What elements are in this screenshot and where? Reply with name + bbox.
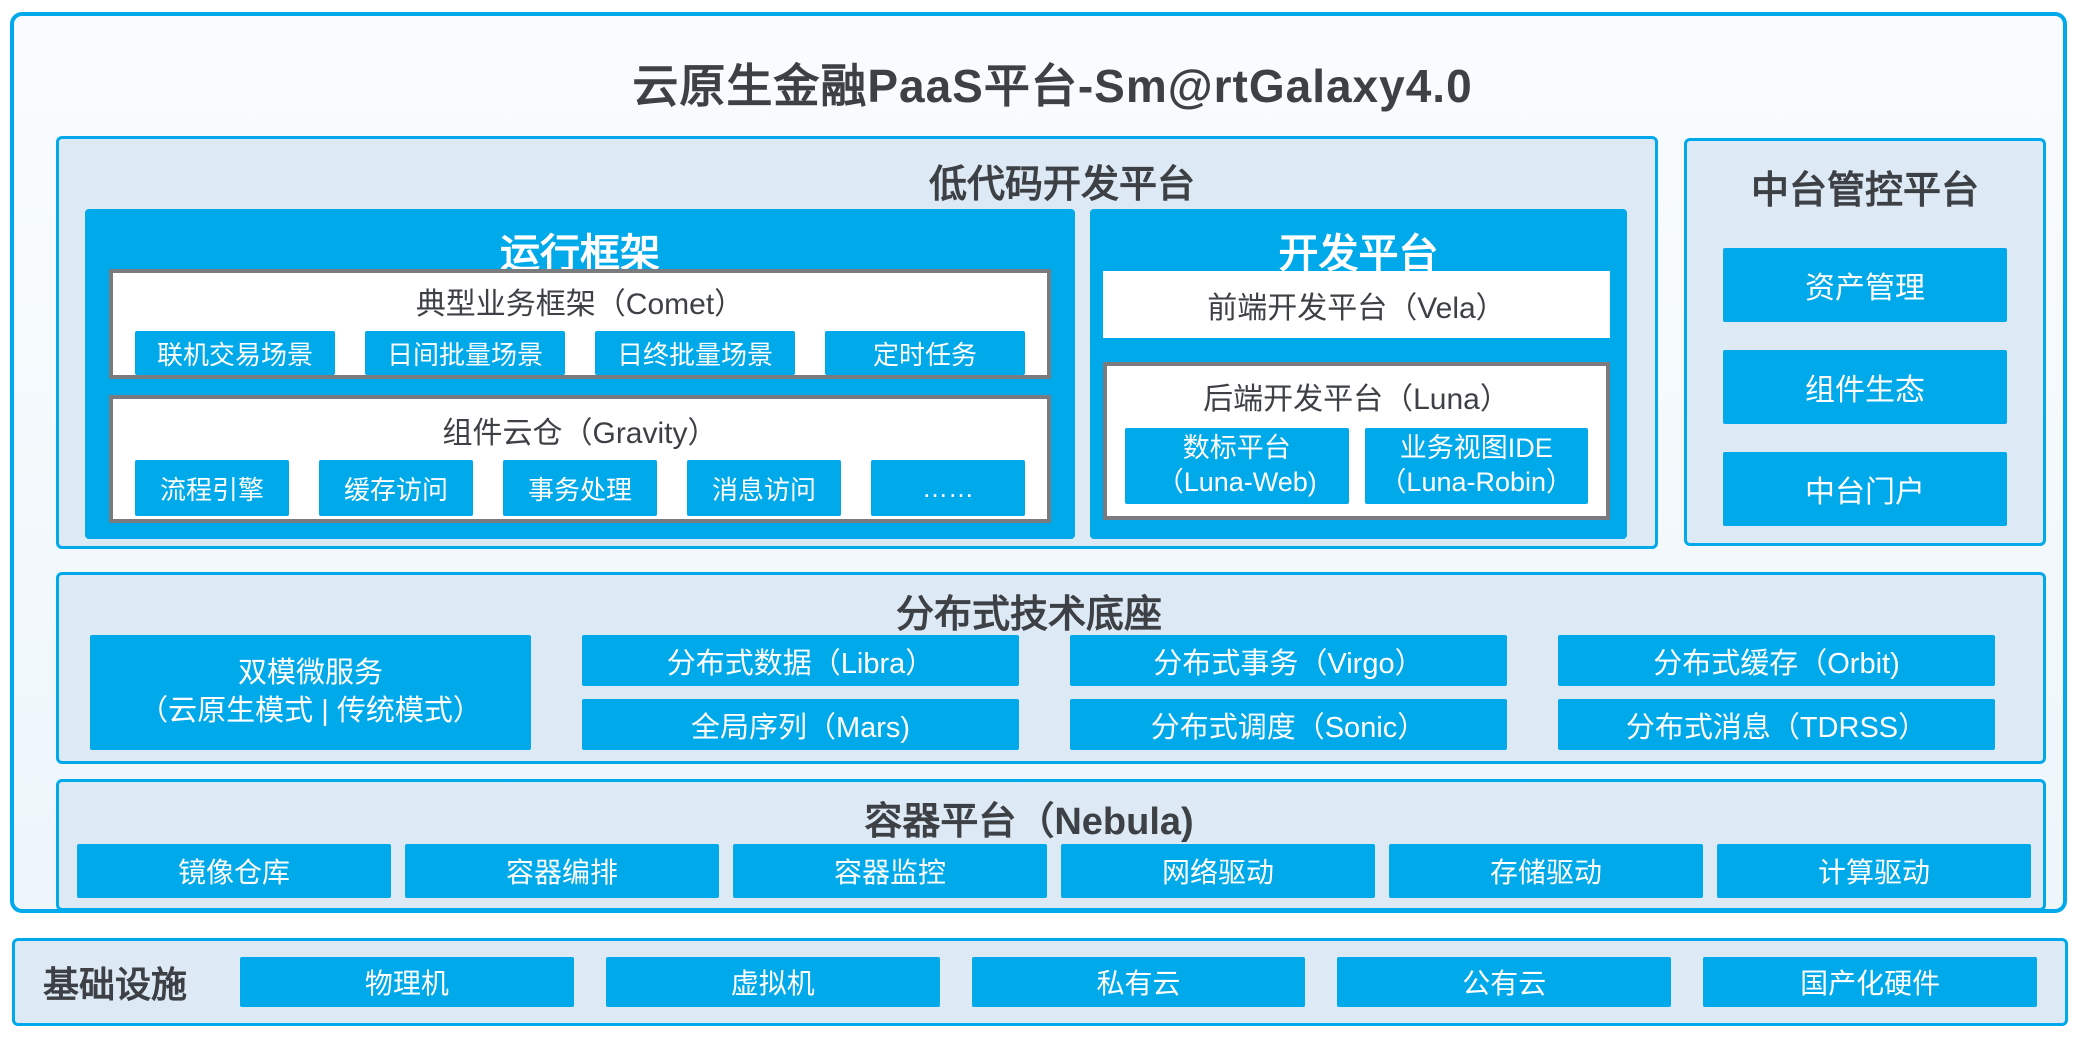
midplatform-panel: 中台管控平台 资产管理组件生态中台门户 (1684, 138, 2046, 546)
distributed-item-top: 分布式事务（Virgo） (1070, 635, 1507, 686)
distributed-item-top: 分布式数据（Libra） (582, 635, 1019, 686)
container-platform-item: 网络驱动 (1061, 844, 1375, 898)
container-platform-item: 容器监控 (733, 844, 1047, 898)
container-platform-label: 容器平台（Nebula) (864, 801, 1194, 843)
runtime-framework-title: 运行框架 (500, 232, 660, 276)
container-platform-panel: 容器平台（Nebula) 镜像仓库容器编排容器监控网络驱动存储驱动计算驱动 (56, 779, 2046, 911)
gravity-warehouse-title: 组件云仓（Gravity） (442, 417, 718, 450)
gravity-item: 流程引擎 (135, 460, 289, 516)
comet-framework-title: 典型业务框架（Comet） (415, 288, 745, 321)
midplatform-items: 资产管理组件生态中台门户 (1723, 248, 2007, 526)
main-container: 云原生金融PaaS平台-Sm@rtGalaxy4.0 低代码开发平台 运行框架 … (10, 12, 2067, 913)
runtime-framework-box: 运行框架 典型业务框架（Comet） 联机交易场景日间批量场景日终批量场景定时任… (85, 209, 1075, 539)
midplatform-item: 组件生态 (1723, 350, 2007, 424)
infrastructure-item: 国产化硬件 (1703, 957, 2037, 1007)
comet-item: 日间批量场景 (365, 331, 565, 375)
gravity-warehouse-box: 组件云仓（Gravity） 流程引擎缓存访问事务处理消息访问 …… (109, 395, 1051, 523)
gravity-item: 事务处理 (503, 460, 657, 516)
distributed-item-bottom: 全局序列（Mars) (582, 699, 1019, 750)
infrastructure-item: 物理机 (240, 957, 574, 1007)
infrastructure-item: 私有云 (971, 957, 1306, 1007)
comet-item: 联机交易场景 (135, 331, 335, 375)
backend-item-code: （Luna-Robin） (1379, 467, 1574, 497)
backend-item: 业务视图IDE （Luna-Robin） (1364, 428, 1588, 504)
container-platform-item: 容器编排 (405, 844, 719, 898)
midplatform-item: 资产管理 (1723, 248, 2007, 322)
comet-framework-box: 典型业务框架（Comet） 联机交易场景日间批量场景日终批量场景定时任务 (109, 269, 1051, 379)
dual-mode-microservice-box: 双模微服务 （云原生模式 | 传统模式） (90, 635, 531, 750)
dev-platform-box: 开发平台 前端开发平台（Vela） 后端开发平台（Luna） 数标平台 （Lun… (1090, 209, 1627, 539)
backend-item-code: （Luna-Web) (1156, 467, 1317, 497)
gravity-item: 消息访问 (687, 460, 841, 516)
comet-item: 日终批量场景 (595, 331, 795, 375)
dual-mode-title: 双模微服务 (237, 656, 383, 689)
frontend-platform-box: 前端开发平台（Vela） (1103, 271, 1610, 338)
backend-item: 数标平台 （Luna-Web) (1125, 428, 1349, 504)
comet-item: 定时任务 (825, 331, 1025, 375)
backend-item-name: 业务视图IDE (1399, 433, 1553, 464)
frontend-platform-label: 前端开发平台（Vela） (1207, 291, 1506, 325)
distributed-base-panel: 分布式技术底座 双模微服务 （云原生模式 | 传统模式） 分布式数据（Libra… (56, 572, 2046, 764)
gravity-items: 流程引擎缓存访问事务处理消息访问 …… (113, 460, 1047, 516)
infrastructure-item: 公有云 (1337, 957, 1672, 1007)
lowcode-platform-label: 低代码开发平台 (928, 164, 1195, 206)
infrastructure-items: 物理机虚拟机私有云公有云国产化硬件 (240, 957, 2037, 1007)
backend-item-name: 数标平台 (1182, 433, 1291, 464)
dual-mode-subtitle: （云原生模式 | 传统模式） (139, 694, 482, 727)
infrastructure-item: 虚拟机 (605, 957, 940, 1007)
distributed-item-top: 分布式缓存（Orbit) (1558, 635, 1995, 686)
comet-items: 联机交易场景日间批量场景日终批量场景定时任务 (113, 331, 1047, 375)
gravity-item: 缓存访问 (319, 460, 473, 516)
distributed-base-label: 分布式技术底座 (895, 594, 1162, 636)
infrastructure-bar: 基础设施 物理机虚拟机私有云公有云国产化硬件 (12, 938, 2068, 1026)
distributed-item-bottom: 分布式消息（TDRSS） (1558, 699, 1995, 750)
container-platform-item: 计算驱动 (1717, 844, 2031, 898)
distributed-column: 分布式事务（Virgo） 分布式调度（Sonic） (1070, 635, 1507, 750)
lowcode-platform-panel: 低代码开发平台 运行框架 典型业务框架（Comet） 联机交易场景日间批量场景日… (56, 136, 1658, 549)
container-platform-items: 镜像仓库容器编排容器监控网络驱动存储驱动计算驱动 (77, 844, 2031, 898)
distributed-column: 分布式缓存（Orbit) 分布式消息（TDRSS） (1558, 635, 1995, 750)
page-title: 云原生金融PaaS平台-Sm@rtGalaxy4.0 (632, 60, 1473, 112)
infrastructure-label: 基础设施 (43, 964, 188, 1005)
container-platform-item: 镜像仓库 (77, 844, 391, 898)
distributed-item-bottom: 分布式调度（Sonic） (1070, 699, 1507, 750)
gravity-item: …… (871, 460, 1025, 516)
distributed-column: 分布式数据（Libra） 全局序列（Mars) (582, 635, 1019, 750)
backend-platform-box: 后端开发平台（Luna） 数标平台 （Luna-Web) 业务视图IDE （Lu… (1103, 362, 1610, 520)
backend-platform-title: 后端开发平台（Luna） (1203, 383, 1510, 416)
midplatform-item: 中台门户 (1723, 452, 2007, 526)
dev-platform-title: 开发平台 (1278, 232, 1439, 276)
container-platform-item: 存储驱动 (1389, 844, 1703, 898)
distributed-columns: 分布式数据（Libra） 全局序列（Mars) 分布式事务（Virgo） 分布式… (582, 635, 1995, 750)
midplatform-label: 中台管控平台 (1750, 170, 1979, 212)
backend-items: 数标平台 （Luna-Web) 业务视图IDE （Luna-Robin） (1107, 428, 1606, 504)
distributed-content: 双模微服务 （云原生模式 | 传统模式） 分布式数据（Libra） 全局序列（M… (90, 635, 1995, 750)
